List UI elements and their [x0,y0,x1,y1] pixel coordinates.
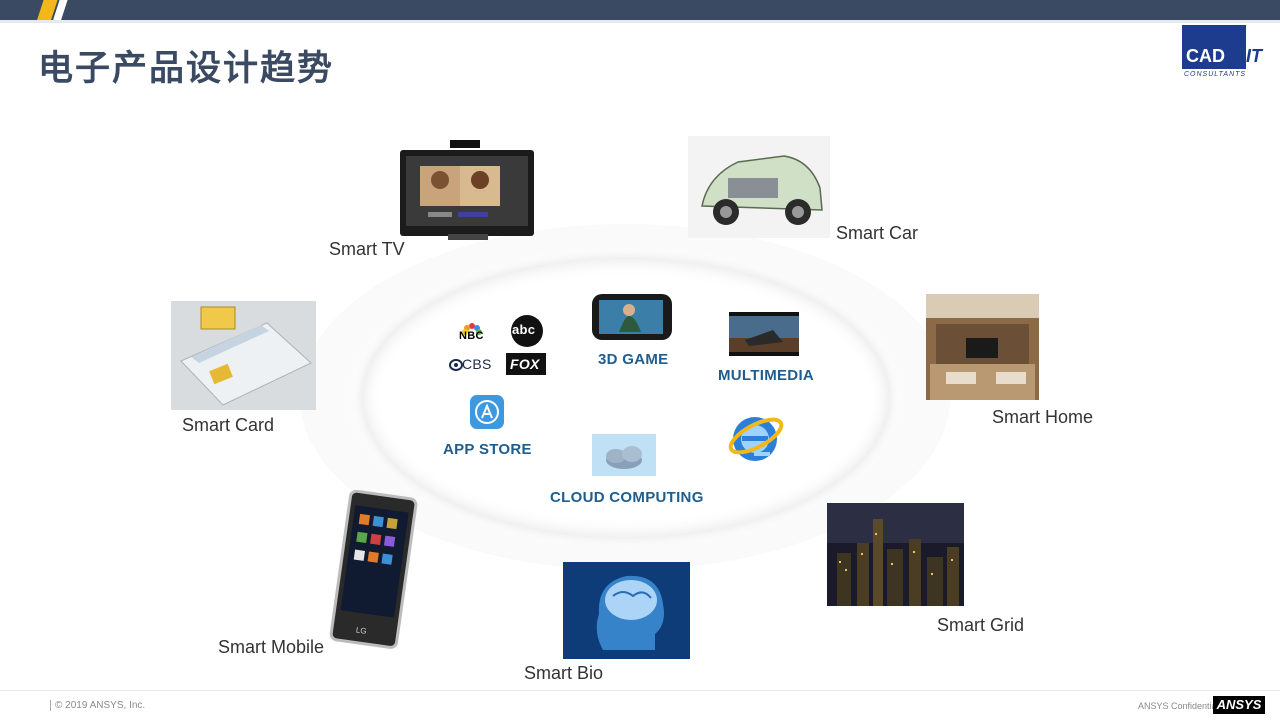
cloud-computing-label: CLOUD COMPUTING [550,489,704,506]
multimedia-label: MULTIMEDIA [718,367,815,384]
smart-car-label: Smart Car [836,223,919,243]
confidential-text: ANSYS Confidential [1138,701,1219,711]
smart-car-image [688,136,830,238]
multimedia-image [729,312,799,356]
abc-logo [510,314,544,348]
ansys-logo: ANSYS [1213,696,1265,714]
smart-card-image [171,301,316,410]
page-title: 电子产品设计趋势 [38,49,335,89]
cloud-computing-image [592,434,656,476]
cbs-eye-icon [449,357,463,371]
app-store-label: APP STORE [443,441,532,458]
cbs-text: CBS [462,356,492,372]
smart-bio-label: Smart Bio [524,663,604,683]
smart-tv-label: Smart TV [329,239,405,259]
3d-game-label: 3D GAME [598,351,669,368]
header-underline [0,20,1280,23]
nbc-text: NBC [459,330,484,342]
smart-mobile-image: LG [320,490,422,656]
smart-grid-image [827,503,964,606]
internet-explorer-icon [726,406,786,468]
fox-box [506,353,546,375]
fox-text: FOX [510,356,540,372]
smart-bio-image [563,562,690,659]
app-store-icon [469,394,505,430]
footer-divider [0,690,1280,691]
logo-tagline: CONSULTANTS [1184,71,1247,78]
cad-it-logo: CAD IT CONSULTANTS [1182,25,1278,83]
smart-grid-label: Smart Grid [937,615,1025,635]
copyright-text: © 2019 ANSYS, Inc. [50,700,145,711]
smart-mobile-label: Smart Mobile [218,637,325,657]
3d-game-image [591,288,673,344]
header-bar [0,0,1280,22]
logo-box [1182,25,1246,69]
logo-suffix-text: IT [1246,46,1262,66]
svg-text:LG: LG [355,626,367,636]
smart-home-image [926,294,1039,400]
logo-main-text: CAD [1186,46,1225,66]
ansys-logo-text: ANSYS [1216,697,1262,712]
smart-card-label: Smart Card [182,415,275,435]
nbc-logo [456,316,488,346]
abc-text: abc [512,322,536,337]
smart-tv-image [398,136,538,242]
smart-home-label: Smart Home [992,407,1094,427]
